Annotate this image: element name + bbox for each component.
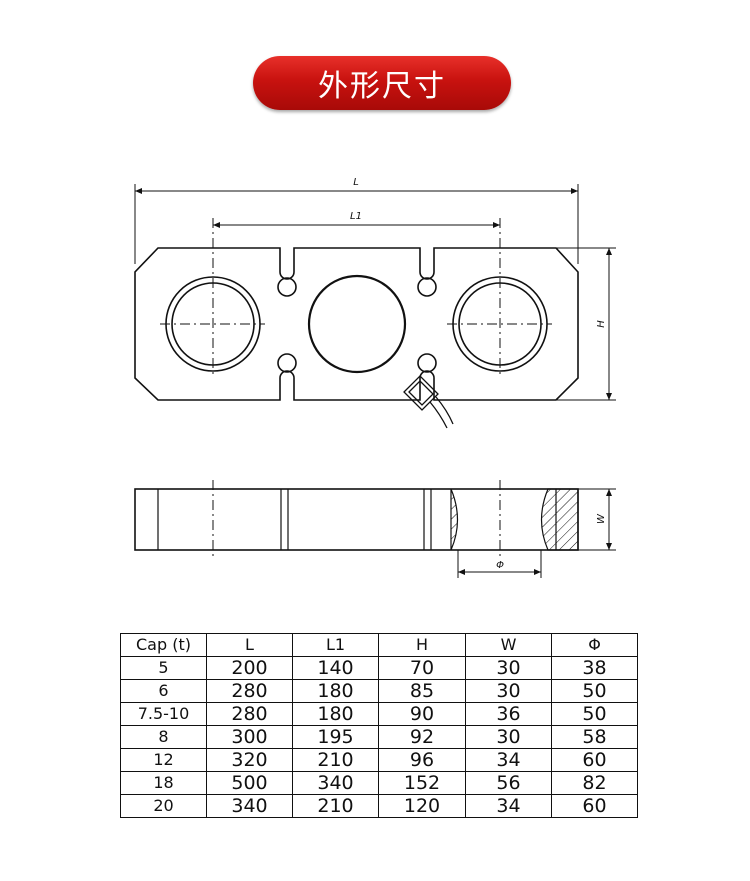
cell: 30 (465, 656, 552, 680)
cell: 70 (378, 656, 466, 680)
cell: 82 (551, 771, 638, 795)
dim-phi (457, 550, 542, 578)
cell: 36 (465, 702, 552, 726)
centerlines-top (160, 218, 552, 378)
cell: 30 (465, 679, 552, 703)
table-row: 8 300 195 92 30 58 (120, 725, 638, 749)
cable-gland (403, 375, 454, 429)
cell: 340 (292, 771, 379, 795)
dim-L (134, 184, 579, 264)
slot-hole (417, 353, 437, 373)
cell: 56 (465, 771, 552, 795)
cell: 152 (378, 771, 466, 795)
side-view (134, 488, 579, 551)
cell: 38 (551, 656, 638, 680)
cell: 50 (551, 679, 638, 703)
center-sensor (307, 274, 407, 374)
cell: 300 (206, 725, 293, 749)
cell: 210 (292, 748, 379, 772)
table-row: 18 500 340 152 56 82 (120, 771, 638, 795)
table-row: 6 280 180 85 30 50 (120, 679, 638, 703)
cell: 195 (292, 725, 379, 749)
spec-table: Cap (t) L L1 H W Φ 5 200 140 70 30 38 6 … (120, 633, 638, 818)
top-view (134, 247, 579, 429)
cell: 60 (551, 794, 638, 818)
cell: 120 (378, 794, 466, 818)
cell: 500 (206, 771, 293, 795)
cell: 200 (206, 656, 293, 680)
cell: 210 (292, 794, 379, 818)
slot-hole (277, 277, 297, 297)
header-L1: L1 (292, 633, 379, 657)
cell: 90 (378, 702, 466, 726)
cell: 320 (206, 748, 293, 772)
cell-cap: 12 (120, 748, 207, 772)
cell: 180 (292, 679, 379, 703)
cell: 30 (465, 725, 552, 749)
dim-W (578, 488, 616, 551)
cell-cap: 20 (120, 794, 207, 818)
cell: 180 (292, 702, 379, 726)
cell-cap: 8 (120, 725, 207, 749)
header-phi: Φ (551, 633, 638, 657)
dim-L1-label: L1 (350, 211, 362, 222)
cell: 50 (551, 702, 638, 726)
cell: 340 (206, 794, 293, 818)
cell: 96 (378, 748, 466, 772)
dim-W-label: W (596, 513, 607, 524)
cell: 280 (206, 679, 293, 703)
header-cap: Cap (t) (120, 633, 207, 657)
dim-L-label: L (353, 177, 359, 188)
hatch-left (450, 488, 459, 551)
slot-hole (277, 353, 297, 373)
cell: 92 (378, 725, 466, 749)
table-row: 12 320 210 96 34 60 (120, 748, 638, 772)
header-H: H (378, 633, 466, 657)
side-outline (134, 488, 579, 551)
cell: 34 (465, 794, 552, 818)
table-row: 20 340 210 120 34 60 (120, 794, 638, 818)
cell: 280 (206, 702, 293, 726)
dim-phi-label: Φ (496, 560, 504, 571)
dim-H (556, 247, 616, 401)
slot-hole (417, 277, 437, 297)
centerlines-side (212, 480, 501, 560)
hatch-right (540, 488, 579, 551)
header-L: L (206, 633, 293, 657)
cell: 34 (465, 748, 552, 772)
table-row: 5 200 140 70 30 38 (120, 656, 638, 680)
cell: 58 (551, 725, 638, 749)
cell: 140 (292, 656, 379, 680)
cell-cap: 7.5-10 (120, 702, 207, 726)
section-title: 外形尺寸 (253, 56, 511, 110)
cell-cap: 6 (120, 679, 207, 703)
cell: 60 (551, 748, 638, 772)
table-header-row: Cap (t) L L1 H W Φ (120, 633, 638, 657)
table-row: 7.5-10 280 180 90 36 50 (120, 702, 638, 726)
cell: 85 (378, 679, 466, 703)
cell-cap: 18 (120, 771, 207, 795)
cell-cap: 5 (120, 656, 207, 680)
dim-H-label: H (596, 320, 607, 328)
header-W: W (465, 633, 552, 657)
